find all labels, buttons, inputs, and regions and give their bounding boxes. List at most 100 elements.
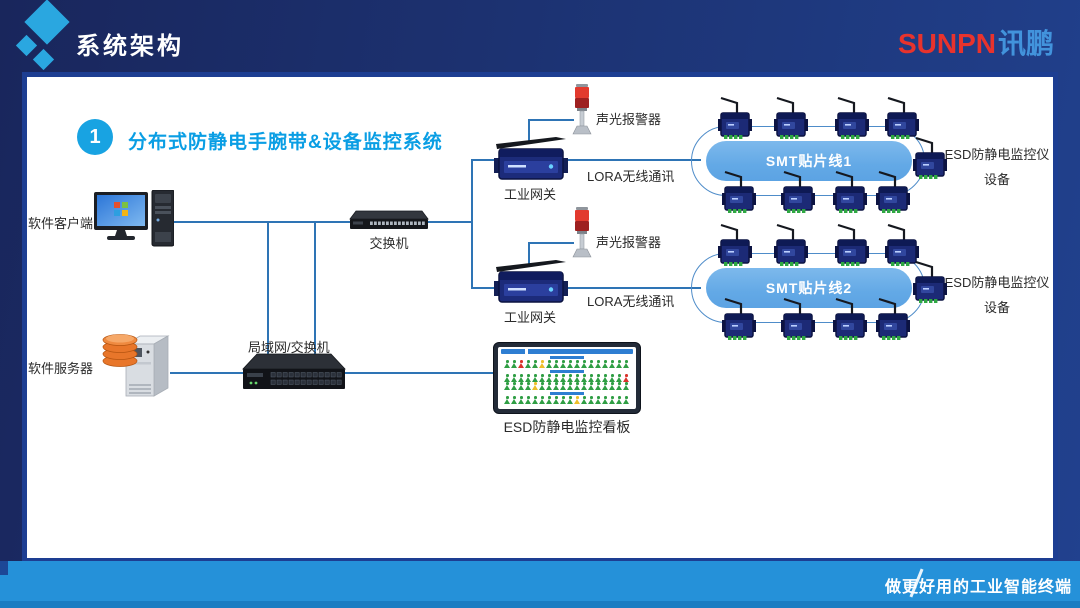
- person-icon: [609, 360, 616, 368]
- person-icon: [588, 396, 595, 404]
- dashboard-label: ESD防静电监控看板: [503, 419, 631, 435]
- person-icon: [532, 382, 539, 390]
- esd-label-line1: ESD防静电监控仪: [944, 147, 1050, 162]
- esd-device-icon: [720, 168, 758, 214]
- person-icon: [553, 396, 560, 404]
- brand-logo-en: SUNPN: [897, 28, 996, 59]
- dashboard-topbar: [501, 349, 633, 354]
- person-icon: [602, 374, 609, 382]
- person-icon: [518, 382, 525, 390]
- person-icon: [567, 396, 574, 404]
- person-icon: [511, 396, 518, 404]
- person-icon: [539, 396, 546, 404]
- person-icon: [581, 360, 588, 368]
- esd-device-icon: [833, 94, 871, 140]
- person-icon: [539, 360, 546, 368]
- person-icon: [595, 382, 602, 390]
- gateway2-label: 工业网关: [503, 310, 556, 325]
- esd-label-line1: ESD防静电监控仪: [944, 275, 1050, 290]
- dashboard-section-bar: [550, 392, 584, 395]
- person-icon: [546, 396, 553, 404]
- line-uplink1: [267, 222, 269, 356]
- person-icon: [588, 374, 595, 382]
- alarm2-icon: [566, 207, 596, 264]
- esd-label-line2: 设备: [983, 300, 1010, 315]
- lora1-label: LORA无线通讯: [587, 169, 675, 184]
- alarm1-icon: [566, 84, 596, 141]
- line-gateway2: [471, 287, 701, 289]
- server-icon: [98, 328, 176, 407]
- person-icon: [595, 374, 602, 382]
- esd-device-icon: [883, 94, 921, 140]
- person-icon: [602, 382, 609, 390]
- person-icon: [595, 360, 602, 368]
- switch-icon: [348, 205, 430, 240]
- person-icon: [623, 374, 630, 382]
- person-icon: [532, 396, 539, 404]
- section-number-badge: 1: [77, 119, 113, 155]
- lan-switch-label: 局域网/交换机: [248, 340, 330, 355]
- esd-device-icon: [833, 221, 871, 267]
- smt-line2-capsule: SMT贴片线2: [706, 268, 912, 308]
- person-icon: [504, 374, 511, 382]
- line-alarm1-h: [528, 119, 574, 121]
- server-label: 软件服务器: [28, 361, 94, 376]
- person-icon: [511, 374, 518, 382]
- gateway2-icon: [494, 251, 568, 314]
- alarm2-label: 声光报警器: [596, 235, 662, 250]
- switch-label: 交换机: [369, 236, 409, 251]
- dashboard-rows: [501, 356, 633, 404]
- person-icon: [616, 374, 623, 382]
- person-icon: [567, 374, 574, 382]
- person-icon: [546, 382, 553, 390]
- person-icon: [616, 396, 623, 404]
- gateway1-icon: [494, 128, 568, 191]
- esd-device-icon: [831, 168, 869, 214]
- person-icon: [504, 396, 511, 404]
- esd-device-icon: [772, 94, 810, 140]
- person-icon: [616, 382, 623, 390]
- esd-device-icon: [874, 168, 912, 214]
- dashboard-section-bar: [550, 370, 584, 373]
- dashboard-person-row: [501, 382, 633, 390]
- logo-diamond-small-icon: [15, 34, 38, 57]
- line-uplink2: [314, 222, 316, 356]
- person-icon: [588, 360, 595, 368]
- person-icon: [616, 360, 623, 368]
- esd-device-icon: [779, 168, 817, 214]
- footer-bottom-strip: [0, 601, 1080, 608]
- esd-device-icon: [911, 258, 949, 304]
- person-icon: [532, 360, 539, 368]
- person-icon: [609, 396, 616, 404]
- person-icon: [525, 360, 532, 368]
- esd-device-icon: [720, 295, 758, 341]
- lora2-label: LORA无线通讯: [587, 294, 675, 309]
- alarm1-label: 声光报警器: [596, 112, 662, 127]
- person-icon: [574, 396, 581, 404]
- line-gateway1: [471, 159, 701, 161]
- person-icon: [574, 360, 581, 368]
- person-icon: [504, 360, 511, 368]
- section-title: 分布式防静电手腕带&设备监控系统: [128, 132, 443, 153]
- dashboard-section-bar: [550, 356, 584, 359]
- person-icon: [623, 396, 630, 404]
- person-icon: [546, 374, 553, 382]
- person-icon: [553, 374, 560, 382]
- client-label: 软件客户端: [28, 216, 94, 231]
- person-icon: [602, 360, 609, 368]
- line-alarm2-v: [528, 242, 530, 264]
- line-vertical-main: [471, 159, 473, 289]
- person-icon: [595, 396, 602, 404]
- person-icon: [511, 382, 518, 390]
- person-icon: [525, 382, 532, 390]
- footer-slogan: 做更好用的工业智能终端: [884, 579, 1072, 596]
- person-icon: [574, 382, 581, 390]
- dashboard-person-row: [501, 360, 633, 368]
- person-icon: [560, 374, 567, 382]
- person-icon: [518, 360, 525, 368]
- esd-device-icon: [772, 221, 810, 267]
- esd-device-icon: [883, 221, 921, 267]
- footer-corner-square: [0, 561, 8, 575]
- footer-bar: 做更好用的工业智能终端: [0, 561, 1080, 608]
- person-icon: [518, 396, 525, 404]
